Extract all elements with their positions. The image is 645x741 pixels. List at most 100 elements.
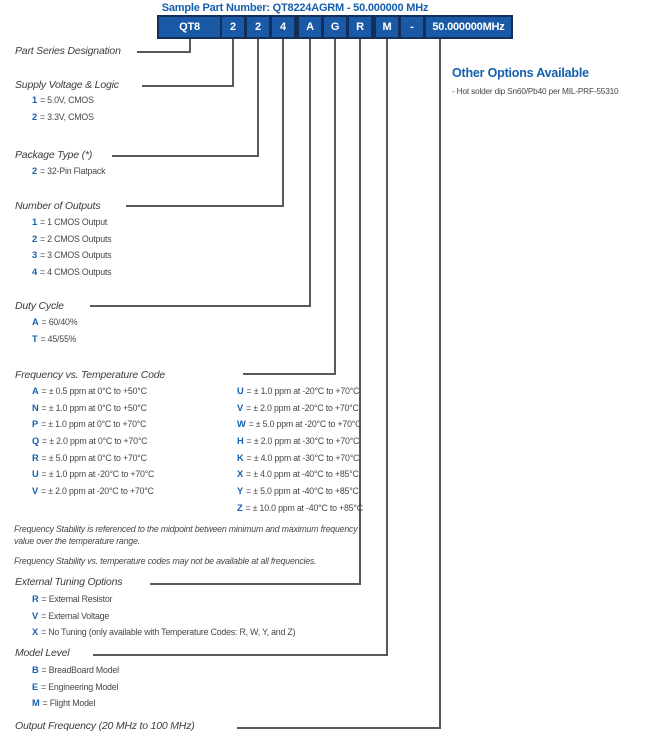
option-row: T= 45/55% [32, 334, 77, 351]
option-desc: = ± 5.0 ppm at -20°C to +70°C [248, 419, 362, 430]
option-row: 1= 1 CMOS Output [32, 217, 111, 234]
outputs-options: 1= 1 CMOS Output 2= 2 CMOS Outputs 3= 3 … [32, 217, 112, 284]
section-title-duty: Duty Cycle [15, 300, 64, 312]
option-row: H= ± 2.0 ppm at -30°C to +70°C [237, 436, 363, 453]
connector-outputs-h [126, 205, 284, 207]
part-code-cell-freqtemp: G [324, 17, 346, 37]
option-desc: = ± 2.0 ppm at -30°C to +70°C [246, 436, 360, 447]
option-row: V= ± 2.0 ppm at -20°C to +70°C [32, 486, 154, 503]
option-desc: = 3 CMOS Outputs [39, 250, 112, 261]
option-row: X= No Tuning (only available with Temper… [32, 627, 296, 644]
option-row: U= ± 1.0 ppm at -20°C to +70°C [237, 386, 363, 403]
option-code: V [32, 610, 39, 621]
part-code-cell-tuning: R [349, 17, 371, 37]
part-code-cell-series: QT8 [159, 17, 220, 37]
connector-outputs-v [282, 39, 284, 207]
section-title-freqtemp: Frequency vs. Temperature Code [15, 369, 166, 381]
option-desc: = 60/40% [41, 317, 78, 327]
option-code: N [32, 402, 39, 413]
connector-series-v [189, 39, 191, 53]
option-row: R= ± 5.0 ppm at 0°C to +70°C [32, 453, 154, 470]
option-desc: = ± 10.0 ppm at -40°C to +85°C [245, 502, 363, 513]
option-desc: = ± 1.0 ppm at 0°C to +70°C [41, 419, 147, 430]
option-desc: = No Tuning (only available with Tempera… [41, 627, 296, 638]
option-code: 2 [32, 111, 37, 122]
option-desc: = ± 1.0 ppm at -20°C to +70°C [41, 469, 155, 480]
sample-part-number-title: Sample Part Number: QT8224AGRM - 50.0000… [161, 2, 429, 14]
option-desc: = Engineering Model [41, 681, 119, 692]
section-title-model: Model Level [15, 647, 70, 659]
option-code: M [32, 698, 40, 709]
option-code: 2 [32, 166, 37, 176]
option-desc: = ± 2.0 ppm at 0°C to +70°C [42, 436, 148, 447]
option-row: W= ± 5.0 ppm at -20°C to +70°C [237, 419, 363, 436]
option-row: 2= 2 CMOS Outputs [32, 233, 112, 251]
option-desc: = 2 CMOS Outputs [39, 233, 112, 244]
option-desc: = External Resistor [41, 594, 113, 604]
section-title-output-frequency: Output Frequency (20 MHz to 100 MHz) [15, 720, 195, 732]
option-desc: = ± 4.0 ppm at -30°C to +70°C [246, 452, 360, 463]
other-options-heading: Other Options Available [452, 66, 589, 80]
connector-model-h [93, 654, 388, 656]
tuning-options: R= External Resistor V= External Voltage… [32, 594, 296, 644]
freqtemp-options-right: U= ± 1.0 ppm at -20°C to +70°C V= ± 2.0 … [237, 386, 363, 520]
option-row: Y= ± 5.0 ppm at -40°C to +85°C [237, 486, 363, 503]
option-code: 2 [32, 233, 37, 244]
connector-model-v [386, 39, 388, 656]
option-desc: = External Voltage [41, 610, 110, 621]
section-title-part-series: Part Series Designation [15, 45, 121, 57]
frequency-stability-note-2: Frequency Stability vs. temperature code… [14, 556, 317, 566]
option-code: X [32, 627, 39, 638]
option-row: U= ± 1.0 ppm at -20°C to +70°C [32, 469, 154, 486]
option-code: H [237, 436, 244, 447]
option-code: X [237, 469, 244, 480]
option-row: A= ± 0.5 ppm at 0°C to +50°C [32, 386, 154, 403]
connector-freqtemp-v [334, 39, 336, 375]
part-code-cell-package: 2 [247, 17, 269, 37]
other-options-item: - Hot solder dip Sn60/Pb40 per MIL-PRF-5… [452, 86, 619, 96]
connector-package-h [112, 155, 259, 157]
supply-options: 1= 5.0V, CMOS 2= 3.3V, CMOS [32, 95, 94, 128]
option-desc: = 4 CMOS Outputs [39, 267, 112, 278]
option-row: 3= 3 CMOS Outputs [32, 250, 112, 267]
option-code: Y [237, 486, 244, 497]
connector-supply-h [142, 85, 234, 87]
part-code-cell-duty: A [299, 17, 321, 37]
option-code: R [32, 452, 39, 463]
connector-series-h [137, 51, 191, 53]
option-row: B= BreadBoard Model [32, 665, 119, 682]
option-code: Z [237, 502, 243, 513]
package-options: 2= 32-Pin Flatpack [32, 166, 105, 183]
option-row: V= ± 2.0 ppm at -20°C to +70°C [237, 403, 363, 420]
option-desc: = ± 2.0 ppm at -20°C to +70°C [246, 402, 359, 413]
model-options: B= BreadBoard Model E= Engineering Model… [32, 665, 119, 715]
option-code: V [32, 486, 39, 497]
option-row: E= Engineering Model [32, 682, 119, 699]
option-desc: = ± 0.5 ppm at 0°C to +50°C [41, 386, 147, 396]
section-title-package: Package Type (*) [15, 149, 93, 161]
option-code: R [32, 594, 39, 604]
option-code: 1 [32, 217, 37, 227]
connector-tuning-v [359, 39, 361, 585]
option-row: X= ± 4.0 ppm at -40°C to +85°C [237, 469, 363, 486]
connector-outputfreq-h [237, 727, 441, 729]
option-code: 1 [32, 95, 37, 105]
option-desc: = 3.3V, CMOS [39, 111, 94, 122]
option-code: T [32, 333, 38, 344]
option-code: U [237, 386, 244, 396]
part-code-cell-supply: 2 [222, 17, 244, 37]
option-code: E [32, 681, 39, 692]
connector-package-v [257, 39, 259, 157]
duty-options: A= 60/40% T= 45/55% [32, 317, 78, 351]
option-desc: = 32-Pin Flatpack [39, 166, 106, 176]
frequency-stability-note-1: Frequency Stability is referenced to the… [14, 524, 358, 546]
option-row: A= 60/40% [32, 317, 78, 334]
option-code: 4 [32, 267, 37, 278]
option-row: Z= ± 10.0 ppm at -40°C to +85°C [237, 503, 363, 520]
option-row: V= External Voltage [32, 611, 295, 628]
option-desc: = ± 5.0 ppm at -40°C to +85°C [246, 486, 359, 497]
option-code: K [237, 452, 244, 463]
option-row: 2= 32-Pin Flatpack [32, 166, 105, 183]
option-desc: = ± 5.0 ppm at 0°C to +70°C [41, 452, 147, 463]
